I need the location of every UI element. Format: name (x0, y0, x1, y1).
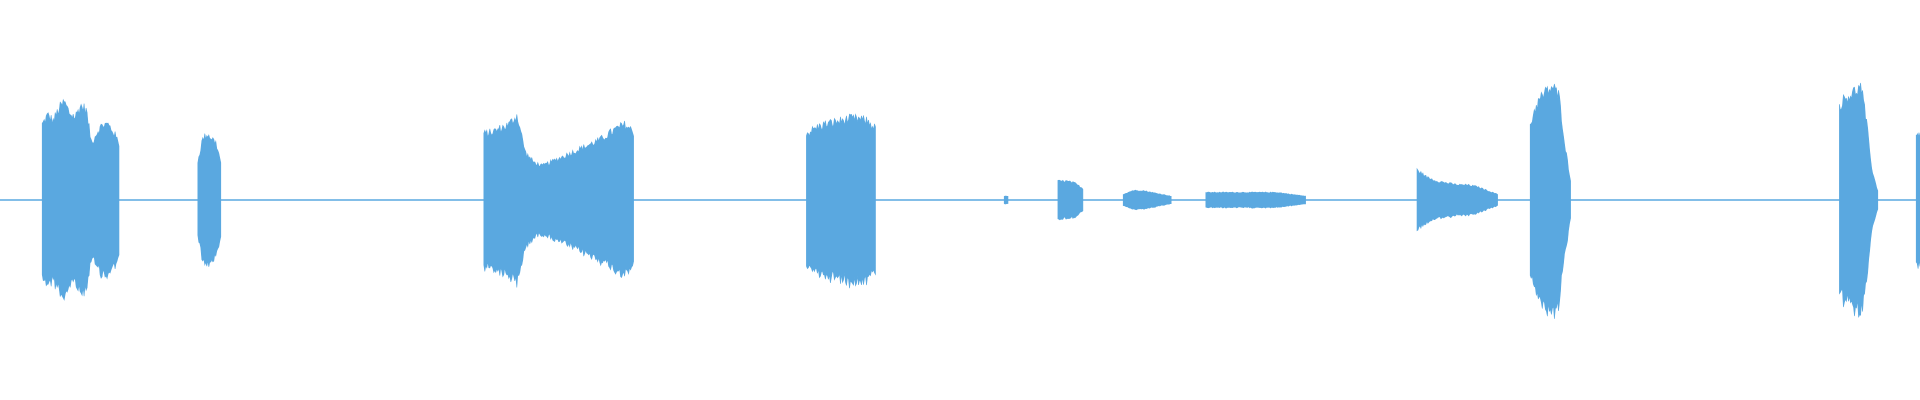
waveform-segment-5 (1003, 195, 1009, 205)
waveform-segment-10 (1529, 83, 1571, 319)
waveform-segment-8 (1205, 191, 1306, 209)
waveform-segments (41, 82, 1920, 319)
waveform-segment-7 (1122, 189, 1172, 211)
waveform-segment-4 (806, 113, 876, 289)
waveform-segment-11 (1839, 82, 1879, 318)
waveform-segment-2 (197, 133, 222, 267)
waveform-segment-12 (1915, 132, 1920, 269)
waveform-segment-6 (1057, 179, 1084, 221)
waveform-segment-9 (1416, 167, 1498, 232)
waveform-segment-3 (483, 114, 634, 288)
waveform-segment-1 (41, 98, 120, 301)
